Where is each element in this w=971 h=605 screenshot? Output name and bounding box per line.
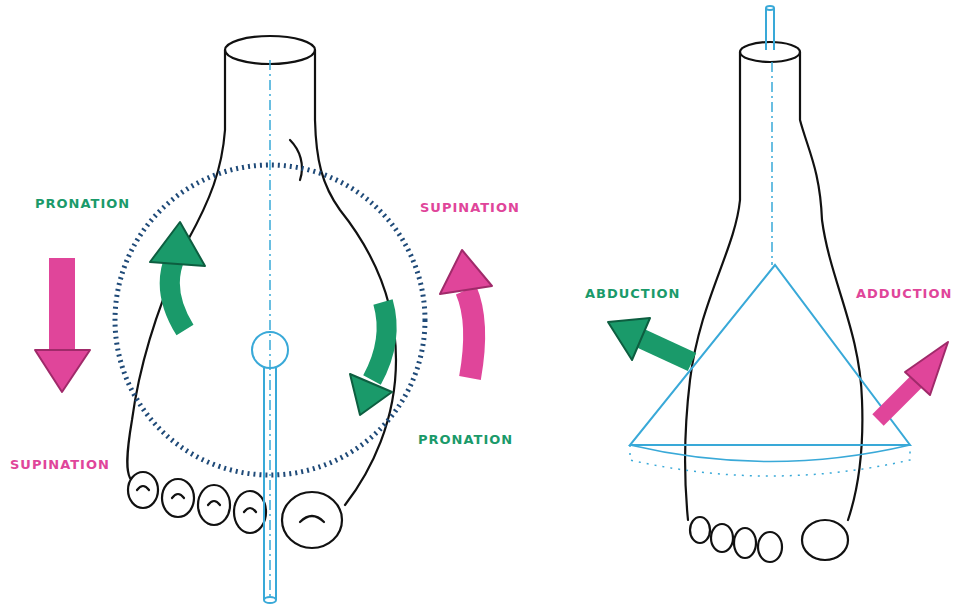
abduction-arrows — [608, 318, 948, 420]
left-axis — [252, 60, 288, 603]
movement-label: PRONATION — [35, 196, 130, 212]
right-foot — [685, 42, 862, 562]
right-axis — [630, 6, 910, 476]
movement-label: ADDUCTION — [856, 286, 952, 302]
rotation-arrows — [35, 222, 492, 415]
movement-label: SUPINATION — [10, 457, 110, 473]
movement-label: ABDUCTION — [585, 286, 681, 302]
left-foot — [127, 36, 396, 548]
movement-label: PRONATION — [418, 432, 513, 448]
movement-label: SUPINATION — [420, 200, 520, 216]
